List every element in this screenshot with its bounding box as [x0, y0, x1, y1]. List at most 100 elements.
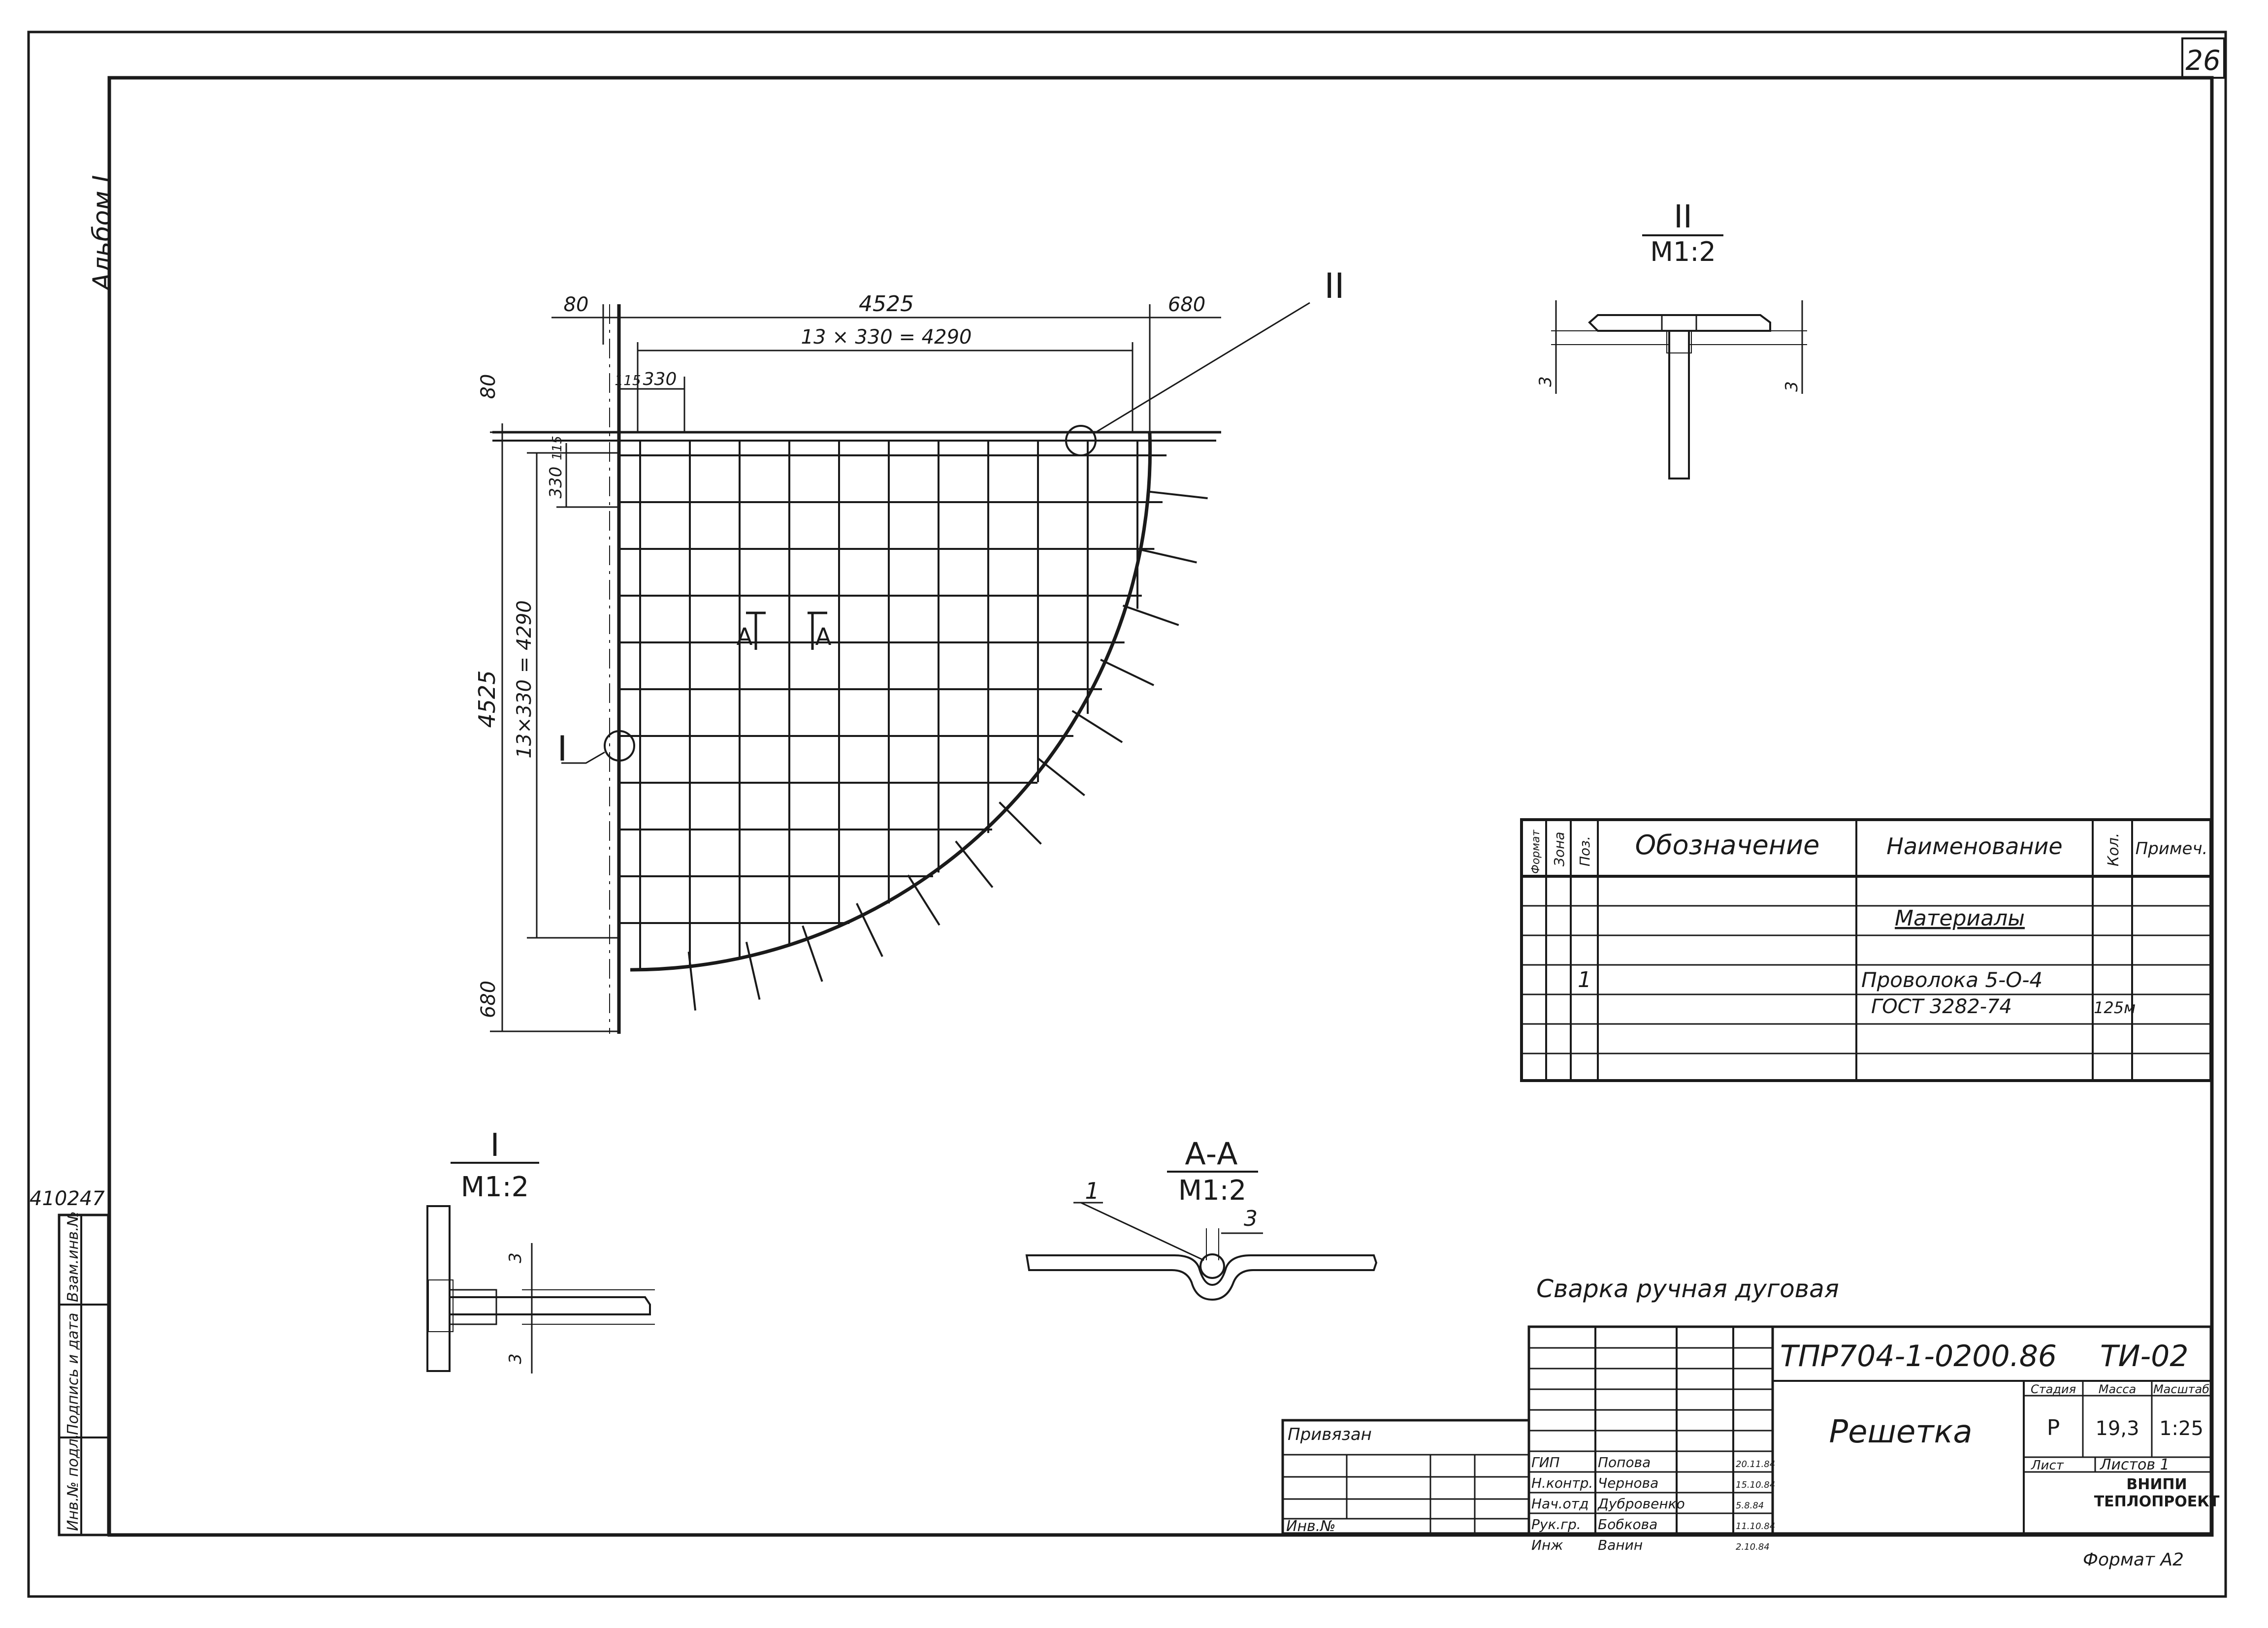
signature-role: ГИП — [1531, 1454, 1560, 1470]
callout-label-2: II — [1324, 266, 1344, 306]
sheet-number-box — [2181, 37, 2225, 79]
section-aa-scale: M1:2 — [1178, 1175, 1246, 1207]
doc-suffix: ТИ-02 — [2100, 1339, 2189, 1373]
dim-total-width: 4525 — [859, 291, 914, 317]
callout-circle-2 — [1065, 425, 1097, 456]
spec-item-name-1: Проволока 5-О-4 — [1861, 968, 2042, 992]
signature-role: Инж — [1531, 1537, 1563, 1553]
callout-circle-1 — [604, 730, 635, 762]
signature-date: 20.11.84 — [1736, 1459, 1775, 1469]
spec-table: Формат Зона Поз. Обозначение Наименовани… — [1520, 818, 2212, 1082]
org-line-2: ТЕПЛОПРОЕКТ — [2094, 1493, 2220, 1510]
signature-date: 5.8.84 — [1736, 1500, 1764, 1511]
side-stamp-vzam: Взам.инв.№ — [65, 1211, 82, 1302]
spec-header-name: Наименование — [1886, 833, 2062, 860]
detail-2-dim-right: 3 — [1782, 381, 1802, 392]
spec-header-pos: Поз. — [1577, 836, 1593, 866]
grid-rim-arc — [630, 433, 1152, 972]
signature-role: Нач.отд — [1531, 1496, 1588, 1512]
dim-first-offset: 115 — [615, 372, 641, 388]
inner-frame — [107, 76, 2214, 1537]
radial-rod — [802, 925, 823, 982]
detail-2-dim-left: 3 — [1536, 376, 1555, 387]
detail-1-dim-top: 3 — [506, 1252, 525, 1263]
radial-rod — [1149, 490, 1208, 500]
inv-label: Инв.№ — [1286, 1518, 1335, 1535]
side-stamp-inv-podl: Инв.№ подл. — [65, 1434, 82, 1531]
spec-header-zone: Зона — [1551, 831, 1567, 866]
dim-grid-width: 13 × 330 = 4290 — [801, 326, 972, 349]
attached-label: Привязан — [1288, 1425, 1372, 1444]
detail-2: II M1:2 3 3 — [1536, 199, 1807, 479]
detail-2-scale: M1:2 — [1650, 236, 1716, 267]
dim-right-margin: 680 — [1168, 293, 1205, 316]
callout-label-1: I — [557, 729, 568, 769]
signature-date: 11.10.84 — [1736, 1521, 1775, 1532]
welding-note: Сварка ручная дуговая — [1536, 1275, 1839, 1303]
dim-bottom-margin: 680 — [477, 981, 500, 1018]
stage-header: Стадия — [2031, 1382, 2076, 1396]
dim-first-offset-v: 115 — [550, 436, 565, 460]
mass-value: 19,3 — [2095, 1417, 2139, 1440]
grid-plan-view: 80 4525 680 13 × 330 = 4290 115 330 80 4… — [474, 266, 1345, 1034]
outer-border — [27, 31, 2227, 1598]
signature-name: Попова — [1598, 1454, 1651, 1470]
dim-total-height: 4525 — [474, 670, 500, 728]
spec-header-qty: Кол. — [2105, 833, 2122, 866]
org-line-1: ВНИПИ — [2126, 1476, 2187, 1493]
radial-rod — [856, 903, 883, 958]
dim-left-margin: 80 — [564, 293, 589, 316]
dim-first-cell: 330 — [643, 369, 677, 389]
spec-section-title: Материалы — [1895, 906, 2025, 931]
section-mark-left: A — [737, 623, 753, 651]
scale-value: 1:25 — [2159, 1417, 2203, 1440]
signature-date: 15.10.84 — [1736, 1480, 1775, 1490]
archive-number: 410247 — [30, 1187, 105, 1210]
album-label: Альбом I — [88, 175, 117, 292]
dim-grid-height: 13×330 = 4290 — [513, 600, 536, 759]
left-dimensions: 80 4525 680 13×330 = 4290 330 115 — [474, 374, 619, 1032]
signature-role: Н.контр. — [1531, 1475, 1593, 1491]
spec-header-format: Формат — [1530, 830, 1542, 874]
signature-name: Ванин — [1598, 1537, 1643, 1553]
section-aa-dim: 3 — [1244, 1206, 1258, 1231]
signature-rows: ГИП Попова 20.11.84Н.контр. Чернова 15.10.84… — [1531, 1454, 1775, 1553]
drawing-title: Решетка — [1829, 1414, 1972, 1450]
mass-header: Масса — [2099, 1382, 2137, 1396]
radial-rod — [687, 952, 697, 1011]
spec-header-designation: Обозначение — [1635, 830, 1820, 861]
grid-bars — [619, 441, 1167, 970]
sheet-number: 26 — [2185, 45, 2220, 77]
sheets-label: Листов 1 — [2100, 1456, 2170, 1473]
format-label: Формат А2 — [2083, 1550, 2184, 1570]
detail-2-title: II — [1674, 199, 1692, 235]
stage-value: Р — [2047, 1415, 2060, 1440]
radial-rod — [1122, 605, 1179, 626]
title-block: ГИП Попова 20.11.84Н.контр. Чернова 15.10.84… — [1281, 1325, 2220, 1553]
section-mark-right: A — [815, 623, 832, 651]
signature-name: Дубровенко — [1597, 1496, 1685, 1512]
dim-first-cell-v: 330 — [546, 467, 566, 499]
detail-1-title: I — [490, 1127, 500, 1164]
radial-rod — [1100, 659, 1155, 686]
dim-top-margin: 80 — [477, 374, 500, 399]
signature-name: Чернова — [1598, 1475, 1658, 1491]
radial-rod — [745, 941, 761, 1000]
radial-rod — [955, 840, 994, 888]
radial-rod — [1037, 758, 1085, 797]
doc-code: ТПР704-1-0200.86 — [1780, 1339, 2057, 1373]
section-aa: А-А M1:2 1 3 — [1025, 1136, 1378, 1301]
detail-1: I M1:2 3 3 — [426, 1127, 655, 1373]
section-cut-marks: A A — [737, 611, 832, 651]
radial-rods — [687, 490, 1208, 1011]
detail-1-scale: M1:2 — [461, 1171, 529, 1203]
scale-header: Масштаб — [2153, 1382, 2209, 1396]
side-stamp: 410247 Инв.№ подл. Подпись и дата Взам.и… — [30, 1187, 110, 1536]
top-dimensions: 80 4525 680 13 × 330 = 4290 115 330 — [551, 291, 1221, 433]
signature-date: 2.10.84 — [1736, 1542, 1770, 1552]
radial-rod — [1071, 710, 1123, 743]
sheet-label: Лист — [2031, 1458, 2064, 1473]
signature-name: Бобкова — [1598, 1516, 1657, 1532]
radial-rod — [999, 801, 1042, 845]
